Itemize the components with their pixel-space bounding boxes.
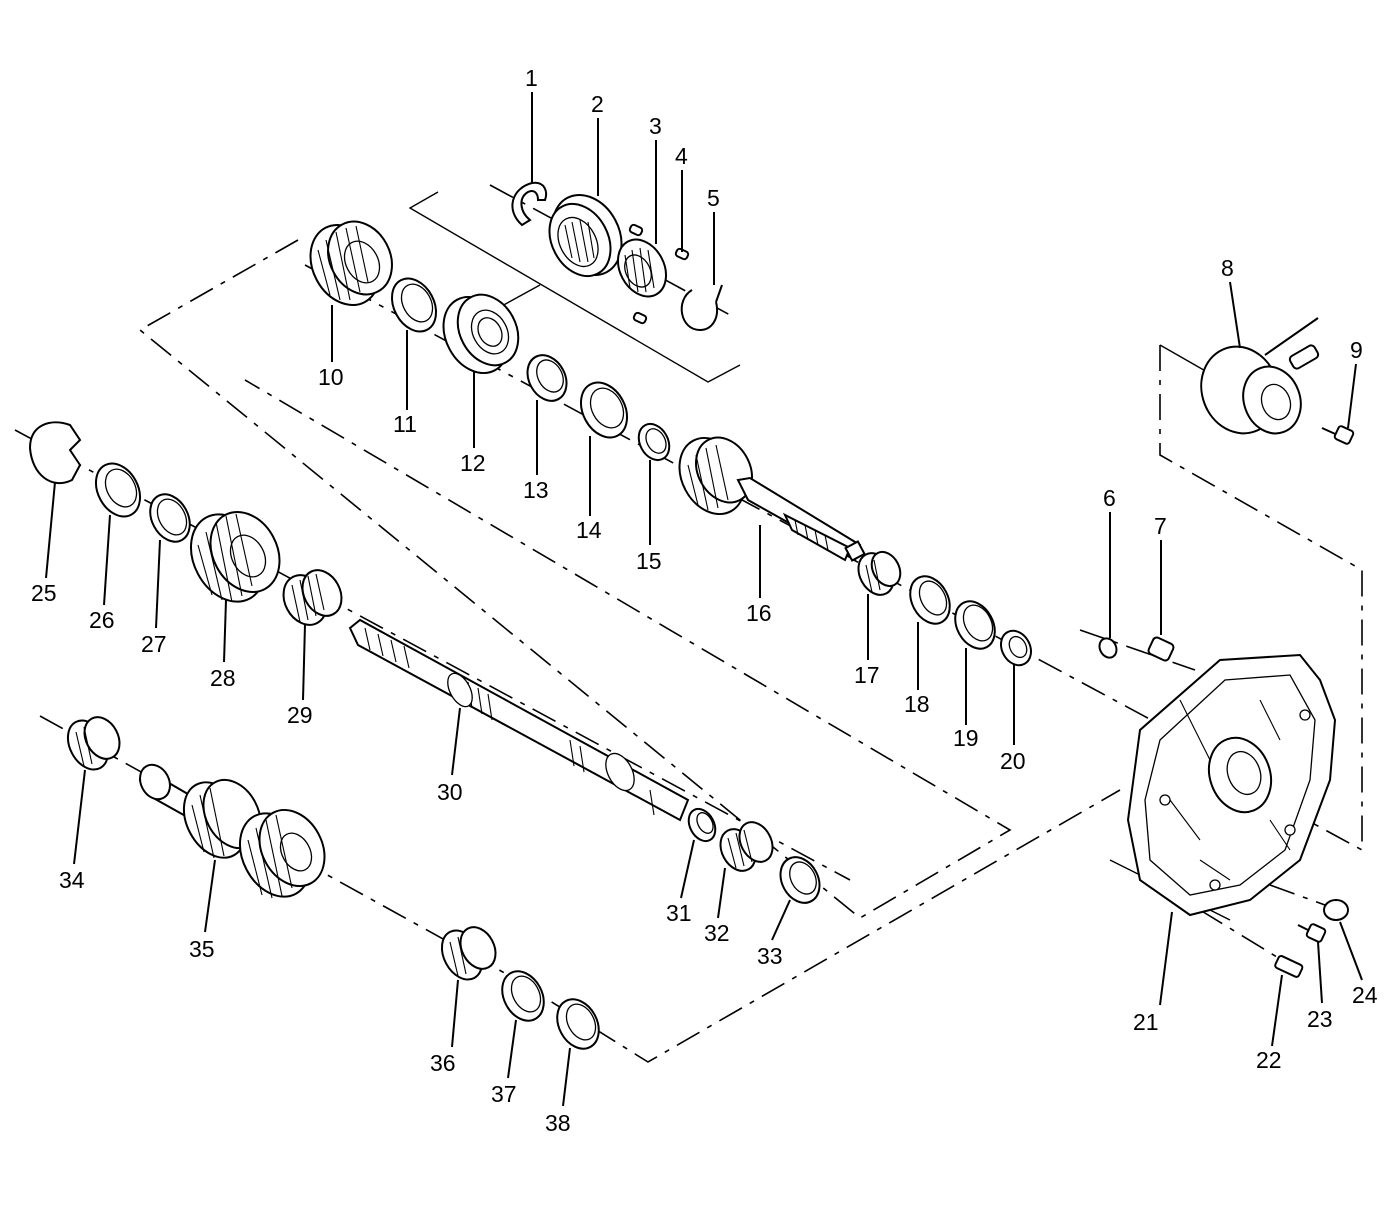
callout-27: 27 <box>141 631 167 657</box>
part-22-dowel-pin <box>1274 955 1304 978</box>
callout-30: 30 <box>437 779 463 805</box>
part-20-seal <box>1000 629 1032 667</box>
part-26-bearing-race <box>94 462 142 518</box>
callout-23: 23 <box>1307 1006 1333 1032</box>
part-13-ring <box>526 354 568 402</box>
callout-3: 3 <box>649 113 662 139</box>
part-11-synchro-ring <box>390 277 438 333</box>
callout-9: 9 <box>1350 337 1363 363</box>
callout-31: 31 <box>666 900 692 926</box>
part-29-needle-bearing <box>282 569 343 626</box>
part-12-bearing <box>442 293 520 375</box>
callout-28: 28 <box>210 665 236 691</box>
part-2-sync-sleeve <box>548 193 623 278</box>
part-16-input-shaft <box>678 436 866 562</box>
callout-10: 10 <box>318 364 344 390</box>
part-15-ring <box>637 422 671 462</box>
callout-26: 26 <box>89 607 115 633</box>
callout-18: 18 <box>904 691 930 717</box>
callout-36: 36 <box>430 1050 456 1076</box>
callout-1: 1 <box>525 65 538 91</box>
callout-16: 16 <box>746 600 772 626</box>
part-37-bearing-race <box>501 970 545 1022</box>
callout-15: 15 <box>636 548 662 574</box>
part-5-spring <box>680 284 723 332</box>
callout-35: 35 <box>189 936 215 962</box>
callout-14: 14 <box>576 517 602 543</box>
part-17-bearing <box>857 550 902 596</box>
part-35-counter-gear <box>138 763 326 899</box>
part-3-sync-hub <box>617 238 667 298</box>
part-4-keys <box>628 223 690 325</box>
part-21-housing <box>1126 653 1337 917</box>
part-10-gear <box>309 220 393 307</box>
part-33-bearing-race <box>779 856 821 904</box>
callout-33: 33 <box>757 943 783 969</box>
part-8-release-bearing <box>1200 317 1320 435</box>
part-7-bushing <box>1147 636 1175 662</box>
callout-2: 2 <box>591 91 604 117</box>
callout-4: 4 <box>675 143 688 169</box>
callout-38: 38 <box>545 1110 571 1136</box>
part-36-bearing <box>440 926 497 981</box>
callout-24: 24 <box>1352 982 1378 1008</box>
callout-6: 6 <box>1103 485 1116 511</box>
callout-12: 12 <box>460 450 486 476</box>
part-23-bolt <box>1297 923 1327 943</box>
part-28-gear <box>190 510 281 603</box>
callout-labels: 1 2 3 4 5 6 7 8 9 10 11 12 13 14 15 16 1… <box>31 65 1378 1136</box>
callout-13: 13 <box>523 477 549 503</box>
callout-20: 20 <box>1000 748 1026 774</box>
callout-11: 11 <box>393 411 417 437</box>
callout-7: 7 <box>1154 513 1167 539</box>
part-14-synchro-ring <box>579 381 629 439</box>
callout-19: 19 <box>953 725 979 751</box>
part-18-ring <box>909 575 951 625</box>
part-34-bearing <box>66 716 121 771</box>
part-31-bearing <box>687 807 717 843</box>
part-38-shim <box>556 998 600 1050</box>
part-25-oil-guide <box>28 421 82 485</box>
callout-8: 8 <box>1221 255 1234 281</box>
callout-32: 32 <box>704 920 730 946</box>
callout-22: 22 <box>1256 1047 1282 1073</box>
part-9-bolt <box>1321 425 1355 445</box>
callout-25: 25 <box>31 580 57 606</box>
callout-37: 37 <box>491 1081 517 1107</box>
callout-21: 21 <box>1133 1009 1159 1035</box>
callout-29: 29 <box>287 702 313 728</box>
leader-lines <box>45 92 1363 1107</box>
part-6-seal <box>1098 637 1118 659</box>
part-32-needle-bearing <box>719 821 774 872</box>
part-19-ring <box>954 600 996 650</box>
part-24-plug <box>1323 899 1349 921</box>
part-27-snap-ring <box>149 493 191 543</box>
part-30-main-shaft <box>348 618 690 822</box>
callout-17: 17 <box>854 662 880 688</box>
callout-34: 34 <box>59 867 85 893</box>
callout-5: 5 <box>707 185 720 211</box>
part-1-snap-ring <box>511 181 548 227</box>
